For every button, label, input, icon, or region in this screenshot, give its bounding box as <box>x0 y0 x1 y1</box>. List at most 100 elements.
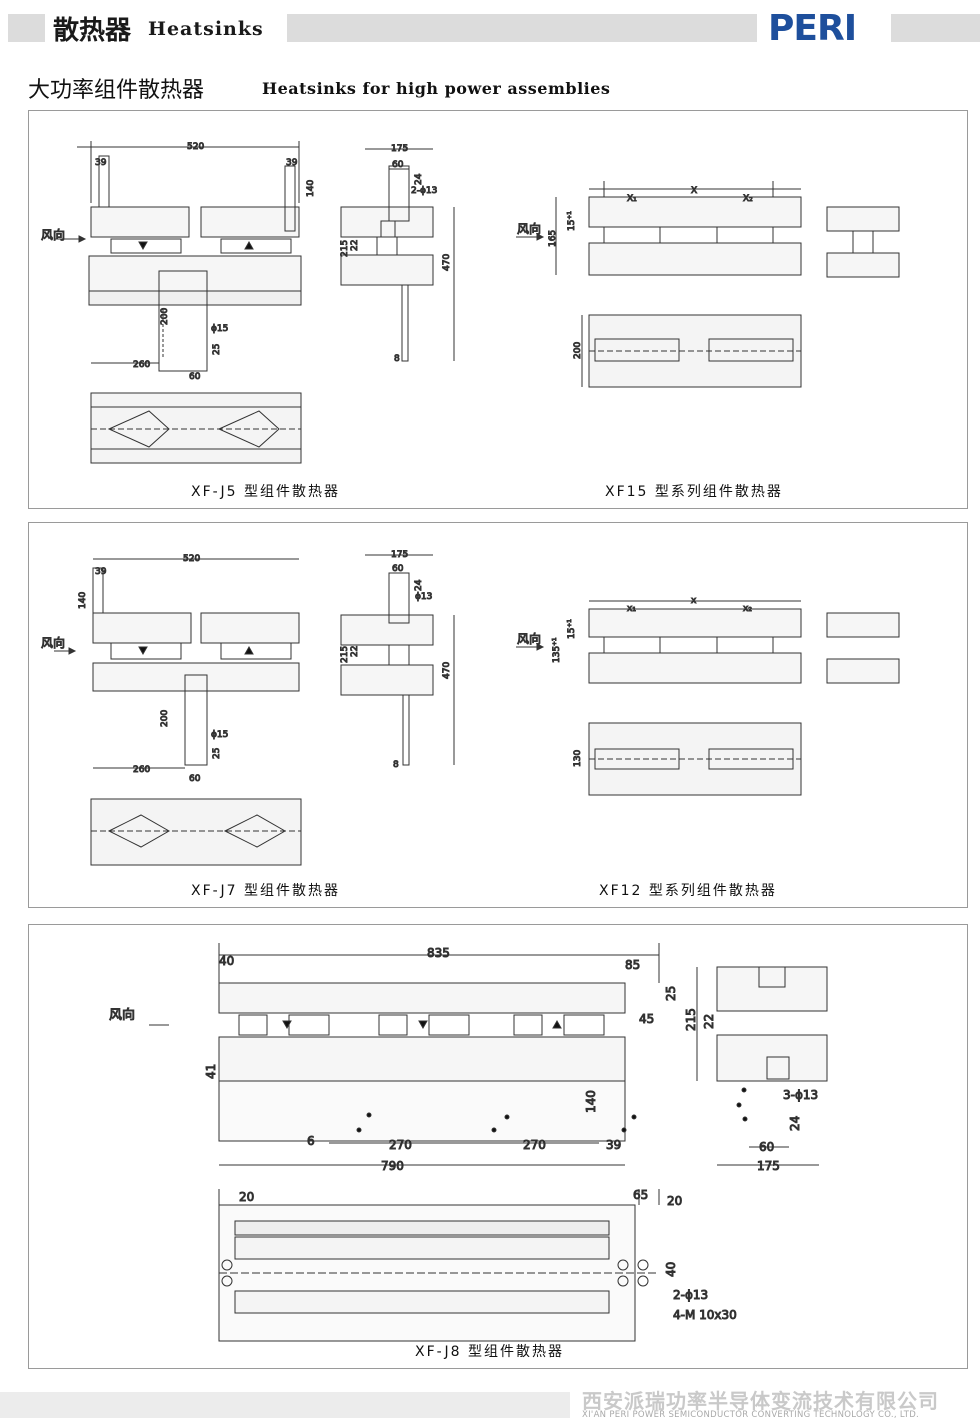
xf12-dim-x: x <box>691 596 697 606</box>
airflow-label-3: 风向 <box>41 635 65 650</box>
dim-22: 22 <box>350 240 360 251</box>
dim-x1: X₁ <box>627 194 637 204</box>
xf-j8-front-view <box>149 943 660 1166</box>
dim-8: 8 <box>394 354 400 364</box>
j7-dim-phi13: ϕ13 <box>415 592 432 602</box>
airflow-label-1: 风向 <box>41 227 65 242</box>
j7-dim-60: 60 <box>392 564 404 574</box>
airflow-label-2: 风向 <box>517 221 541 236</box>
dim-15-tol: 15⁺¹ <box>567 211 577 231</box>
j7-dim-140: 140 <box>78 592 88 609</box>
xf12-dim-x2: x₂ <box>743 604 752 614</box>
j7-dim-260: 260 <box>133 765 150 775</box>
dim-24: 24 <box>414 173 424 185</box>
dim-140: 140 <box>306 180 316 197</box>
dim-25: 25 <box>212 344 222 355</box>
section-title-en: Heatsinks for high power assemblies <box>262 79 611 98</box>
j8-dim-270-b: 270 <box>523 1138 546 1152</box>
airflow-label-5: 风向 <box>109 1007 135 1023</box>
j8-dim-65: 65 <box>633 1188 648 1202</box>
j7-dim-phi15: ϕ15 <box>211 730 228 740</box>
j8-dim-4-m10x30: 4-M 10x30 <box>673 1308 737 1322</box>
j7-dim-25: 25 <box>212 748 222 759</box>
xf-j7-front-view <box>54 558 300 769</box>
j7-dim-8: 8 <box>393 760 399 770</box>
dim-470: 470 <box>442 254 452 271</box>
footer-bar <box>0 1392 570 1418</box>
xf12-dim-130: 130 <box>573 750 583 767</box>
j8-dim-20-a: 20 <box>239 1190 254 1204</box>
header-title-cn: 散热器 <box>53 16 132 46</box>
j8-dim-835: 835 <box>427 946 450 960</box>
dim-215: 215 <box>340 240 350 257</box>
xf-j5-side-view <box>340 148 455 362</box>
xf15-top-view <box>581 314 802 388</box>
j8-dim-41: 41 <box>204 1064 218 1079</box>
caption-xf15-text: XF15 型系列组件散热器 <box>605 484 783 500</box>
j8-dim-22: 22 <box>702 1014 716 1029</box>
j8-dim-20-b: 20 <box>667 1194 682 1208</box>
xf12-dim-135: 135⁺¹ <box>552 637 562 663</box>
dim-39-a: 39 <box>95 158 107 168</box>
drawing-xf-j5-xf15: 520 39 39 140 风向 200 ϕ15 25 260 60 175 6… <box>41 141 900 464</box>
dim-phi15: ϕ15 <box>211 324 228 334</box>
dim-39-b: 39 <box>286 158 298 168</box>
xf-j7-side-view <box>340 554 455 766</box>
j8-dim-215: 215 <box>684 1008 698 1031</box>
xf12-top-view <box>588 722 802 796</box>
j7-dim-215: 215 <box>340 646 350 663</box>
xf12-front-view <box>516 600 900 684</box>
caption-xf12-text: XF12 型系列组件散热器 <box>599 883 777 899</box>
panel-xf-j7-xf12: 520 39 140 风向 200 ϕ15 25 260 60 175 60 2… <box>28 522 968 908</box>
j7-dim-175: 175 <box>391 550 408 560</box>
dim-2-phi13: 2-ϕ13 <box>411 186 437 196</box>
section-title-cn: 大功率组件散热器 <box>28 78 205 103</box>
dim-520: 520 <box>187 142 204 152</box>
xf-j7-bottom-view <box>90 798 302 866</box>
dim-165: 165 <box>548 230 558 247</box>
j8-dim-45: 45 <box>639 1012 654 1026</box>
dim-x2: X₂ <box>743 194 753 204</box>
j8-dim-40: 40 <box>219 954 234 968</box>
caption-xf-j8-text: XF-J8 型组件散热器 <box>415 1344 564 1360</box>
xf-j8-top-view <box>218 1189 660 1342</box>
j8-dim-85: 85 <box>625 958 640 972</box>
header-bar-right <box>891 14 980 42</box>
j8-dim-790: 790 <box>381 1159 404 1173</box>
dim-175: 175 <box>391 144 408 154</box>
j7-dim-24: 24 <box>414 579 424 591</box>
drawing-xf-j8: 40 835 85 25 45 41 140 6 270 270 39 790 … <box>109 943 828 1342</box>
j7-dim-39: 39 <box>95 567 107 577</box>
j8-dim-3-phi13: 3-ϕ13 <box>783 1088 818 1102</box>
dim-200: 200 <box>160 308 170 325</box>
dim-60: 60 <box>392 160 404 170</box>
j8-dim-2-phi13: 2-ϕ13 <box>673 1288 708 1302</box>
j7-dim-60-b: 60 <box>189 774 201 784</box>
j8-dim-25: 25 <box>664 986 678 1001</box>
j8-dim-6: 6 <box>307 1134 315 1148</box>
xf-j5-front-view <box>54 141 302 372</box>
xf15-front-view <box>516 181 900 278</box>
j8-dim-140: 140 <box>584 1090 598 1113</box>
j8-dim-270-a: 270 <box>389 1138 412 1152</box>
header-bar-left <box>8 14 45 42</box>
j8-dim-24: 24 <box>788 1116 802 1131</box>
xf-j8-side-view <box>696 966 828 1166</box>
header-bar-middle <box>287 14 757 42</box>
xf12-dim-x1: x₁ <box>627 604 636 614</box>
xf12-dim-15-tol: 15⁺¹ <box>567 619 577 639</box>
j8-dim-175: 175 <box>757 1159 780 1173</box>
dim-200-xf15: 200 <box>573 342 583 359</box>
panel-xf-j8: 40 835 85 25 45 41 140 6 270 270 39 790 … <box>28 924 968 1369</box>
j8-dim-60: 60 <box>759 1140 774 1154</box>
airflow-label-4: 风向 <box>517 631 541 646</box>
dim-60-b: 60 <box>189 372 201 382</box>
j7-dim-520: 520 <box>183 554 200 564</box>
company-name-cn: 西安派瑞功率半导体变流技术有限公司 <box>582 1389 939 1413</box>
j8-dim-39: 39 <box>606 1138 621 1152</box>
j7-dim-200: 200 <box>160 710 170 727</box>
dim-x: X <box>691 186 697 196</box>
header-title-en: Heatsinks <box>148 18 264 40</box>
drawing-xf-j7-xf12: 520 39 140 风向 200 ϕ15 25 260 60 175 60 2… <box>41 550 900 866</box>
caption-xf-j7-text: XF-J7 型组件散热器 <box>191 883 340 899</box>
